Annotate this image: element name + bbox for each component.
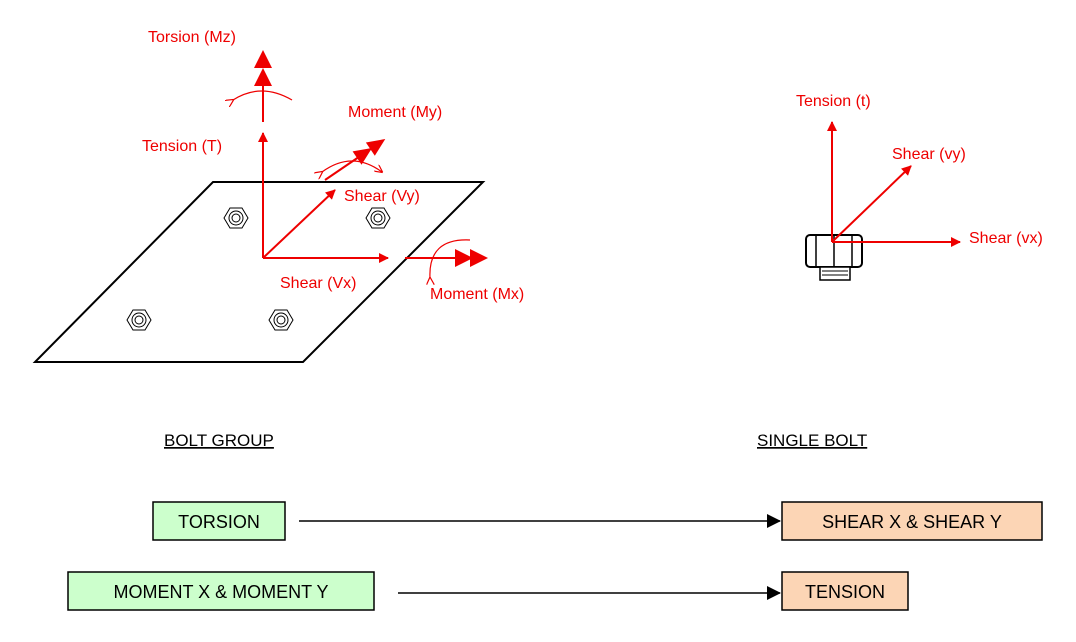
bolt-effect-label: TENSION [805, 582, 885, 602]
single-bolt-heading: SINGLE BOLT [757, 431, 867, 450]
single-shear-x-label: Shear (vx) [969, 230, 1043, 247]
single-shear-y-label: Shear (vy) [892, 146, 966, 163]
group-effect-label: MOMENT X & MOMENT Y [113, 582, 328, 602]
shear-y-label: Shear (Vy) [344, 188, 420, 205]
bolt-effect-label: SHEAR X & SHEAR Y [822, 512, 1002, 532]
hex-nut-icon [268, 309, 294, 331]
bolt-group-figure: Torsion (Mz) Tension (T) Moment (My) She… [32, 29, 524, 450]
single-bolt-figure: Tension (t) Shear (vy) Shear (vx) SINGLE… [757, 93, 1043, 450]
moment-x-label: Moment (Mx) [430, 286, 524, 303]
base-plate [32, 181, 486, 363]
moment-x-arrow [405, 239, 488, 278]
tension-label: Tension (T) [142, 138, 222, 155]
shear-x-label: Shear (Vx) [280, 275, 356, 292]
moment-y-arrow [322, 139, 386, 181]
mapping-row: TORSION SHEAR X & SHEAR Y [152, 501, 1043, 541]
shear-y-arrow [262, 189, 336, 259]
torsion-moment-arrow [233, 50, 293, 122]
hex-nut-icon [126, 309, 152, 331]
group-effect-box [67, 571, 375, 611]
hex-nut-icon [223, 207, 249, 229]
moment-y-label: Moment (My) [348, 104, 442, 121]
single-tension-label: Tension (t) [796, 93, 871, 110]
group-effect-box [152, 501, 286, 541]
single-shear-y-arrow [831, 165, 912, 243]
mapping-row: MOMENT X & MOMENT Y TENSION [67, 571, 909, 611]
bolt-effect-box [781, 571, 909, 611]
group-effect-label: TORSION [178, 512, 260, 532]
torsion-label: Torsion (Mz) [148, 29, 236, 46]
bolt-group-heading: BOLT GROUP [164, 431, 274, 450]
hex-nut-icon [365, 207, 391, 229]
bolt-effect-box [781, 501, 1043, 541]
